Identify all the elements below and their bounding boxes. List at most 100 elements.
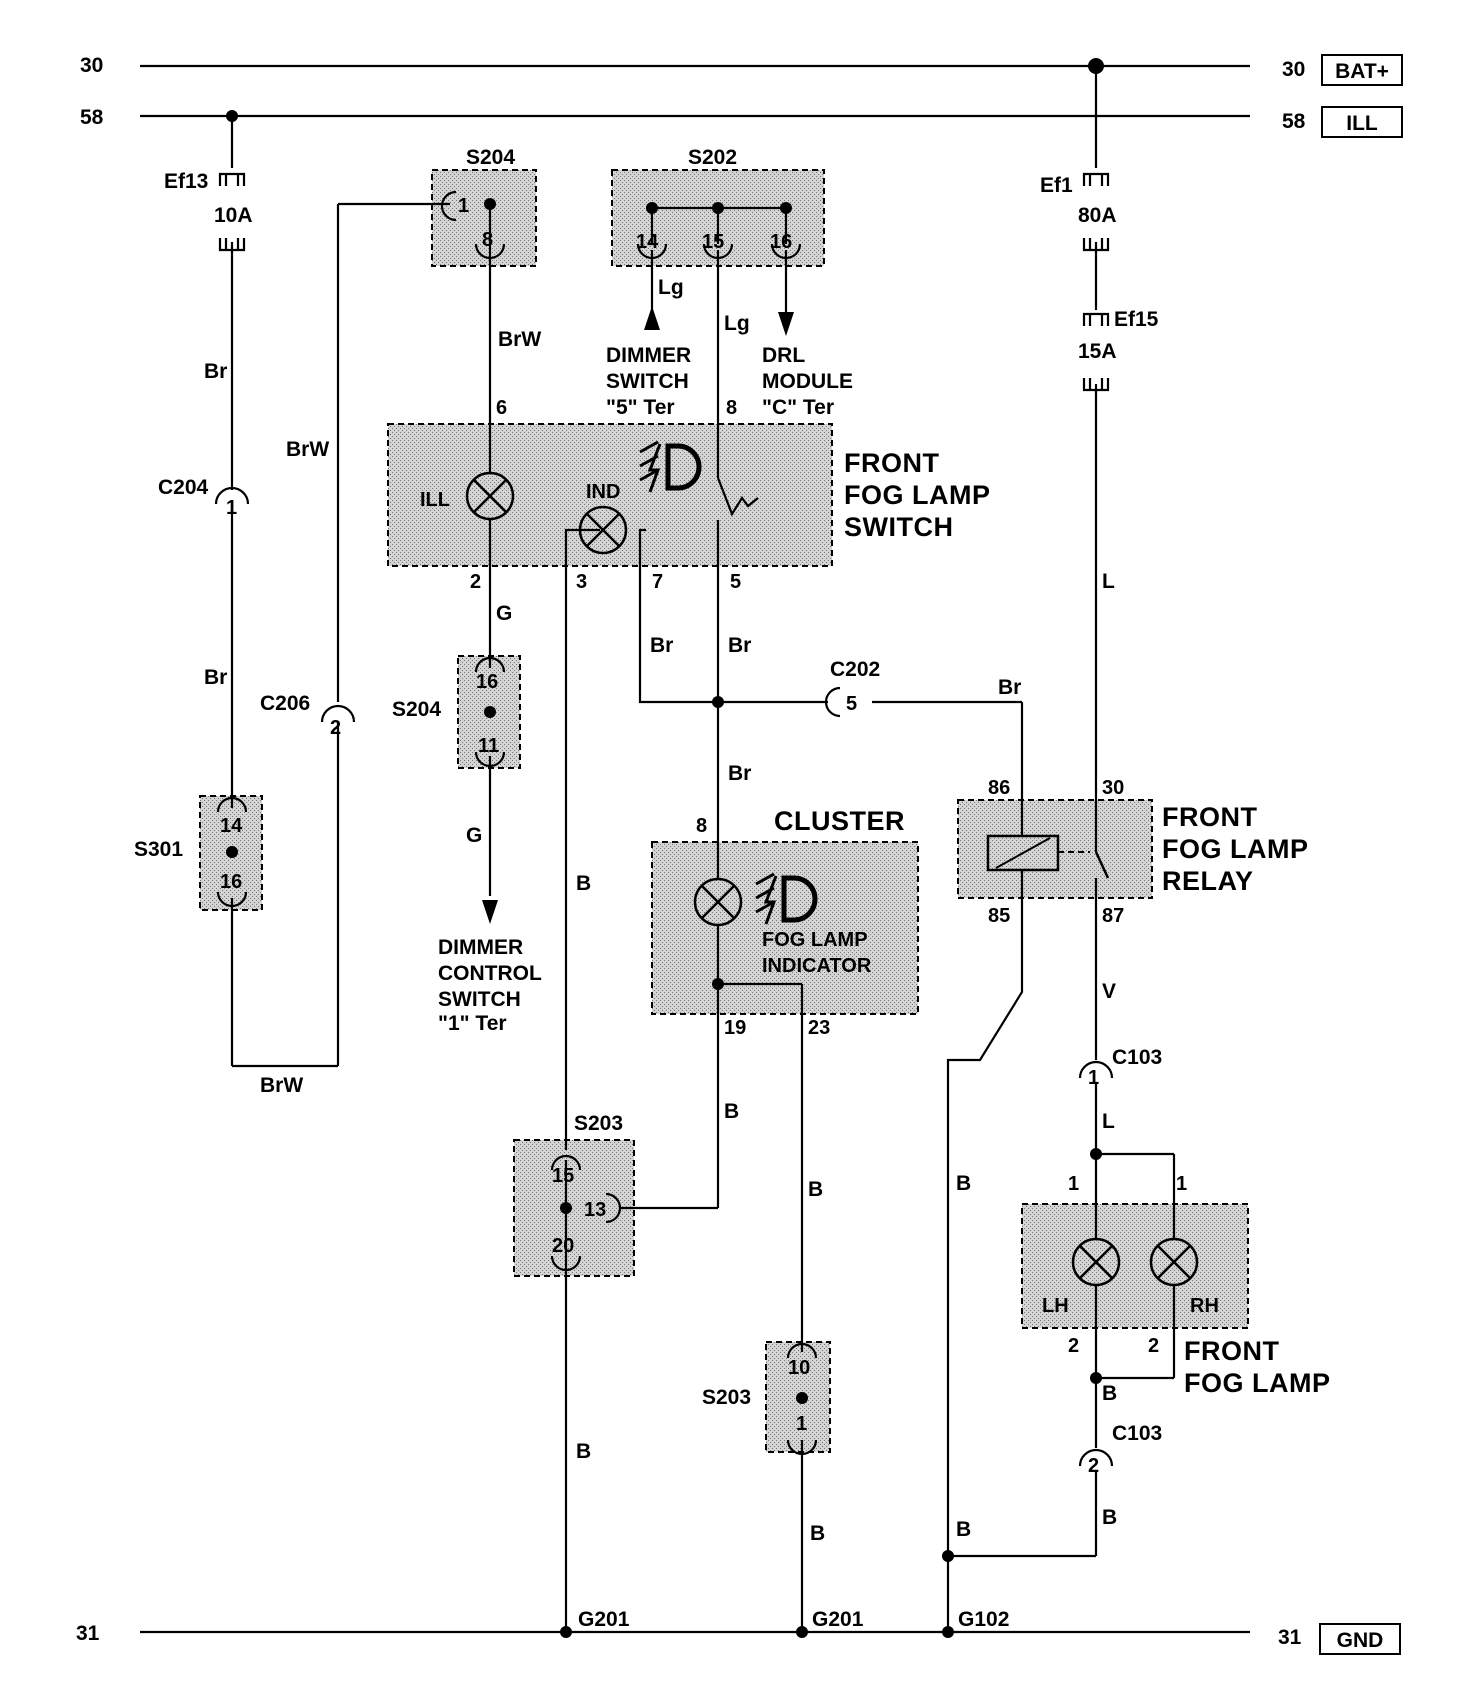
wire-l-2: L [1102,1110,1115,1133]
ill-tag: ILL [1346,112,1378,135]
fuses [218,172,1110,392]
wire-lg-2: Lg [724,312,750,335]
wire-brw-3: BrW [260,1074,303,1097]
relay-pin-86: 86 [988,777,1010,799]
relay-pin-87: 87 [1102,905,1124,927]
bus-58-left-label: 58 [80,106,104,129]
wire-v-1: V [1102,980,1116,1003]
switch-title-l3: SWITCH [844,512,953,542]
bus-31-left-label: 31 [76,1622,100,1645]
c202-label: C202 [830,658,880,681]
switch-pin-3: 3 [576,571,587,593]
switch-box [387,423,833,567]
c103-bottom-label: C103 [1112,1422,1162,1445]
s202-pin-16: 16 [770,231,792,253]
wire-brw-1: BrW [498,328,541,351]
lamp-lh-pin-1: 1 [1068,1173,1079,1195]
wire-b-8: B [810,1522,825,1545]
wire-b-3: B [808,1178,823,1201]
wire-b-1: B [576,872,591,895]
wire-br-5: Br [998,676,1021,699]
s204-mid-pin-11: 11 [478,735,499,757]
drl-module-l1: DRL [762,344,805,367]
c206-pin: 2 [330,717,341,739]
s203-pin-13: 13 [584,1199,606,1221]
cluster-fog-symbol-icon [755,872,818,925]
s203-box [513,1139,635,1277]
bus-30-right-label: 30 [1282,58,1305,81]
c103-top-label: C103 [1112,1046,1162,1069]
labels: Ef13 10A Ef1 80A Ef15 15A S204 1 8 S202 … [134,146,1331,1631]
ill-tag-box [1321,106,1403,138]
s204-top-label: S204 [466,146,515,169]
wire-b-7: B [1102,1506,1117,1529]
drl-module-l2: MODULE [762,370,853,393]
ef1-label: Ef1 [1040,174,1073,197]
s204-mid-label: S204 [392,698,441,721]
wire-brw-2: BrW [286,438,329,461]
dimmer-switch-l2: SWITCH [606,370,689,393]
s203-lower-label: S203 [702,1386,751,1409]
switch-pin-8: 8 [726,397,737,419]
wire-b-5: B [1102,1382,1117,1405]
lamp-rh-pin-1: 1 [1176,1173,1187,1195]
lamp-rh-pin-2: 2 [1148,1335,1159,1357]
c206-label: C206 [260,692,310,715]
fog-lamp-title-l1: FRONT [1184,1336,1279,1366]
c204-label: C204 [158,476,209,499]
ill-label: ILL [420,489,450,511]
s202-pin-14: 14 [636,231,659,253]
wires [230,66,1176,1632]
cluster-title: CLUSTER [774,806,905,836]
bat-tag-box [1321,54,1403,86]
wire-lg-1: Lg [658,276,684,299]
drl-module-l3: "C" Ter [762,396,834,419]
wire-g-1: G [496,602,512,625]
power-buses [140,64,1250,1634]
s202-label: S202 [688,146,737,169]
relay-title-l1: FRONT [1162,802,1257,832]
bat-tag: BAT+ [1335,60,1389,83]
wire-br-4: Br [204,666,227,689]
s203-pin-20: 20 [552,1235,574,1257]
dimmer-control-l1: DIMMER [438,936,523,959]
fog-symbol-icon [639,440,702,493]
g201-label-1: G201 [578,1608,630,1631]
relay-pin-30: 30 [1102,777,1124,799]
gnd-tag-box [1319,1623,1401,1655]
dimmer-control-l2: CONTROL [438,962,542,985]
connector-arcs [214,190,1114,1467]
wire-br-6: Br [728,762,751,785]
s203-label: S203 [574,1112,623,1135]
s204-pin-1: 1 [458,195,469,217]
wire-br-3: Br [728,634,751,657]
s203-lower-pin-10: 10 [788,1357,810,1379]
ind-label: IND [586,481,620,503]
arrows [482,306,794,924]
bus-30-left-label: 30 [80,54,103,77]
c103-bottom-pin: 2 [1088,1455,1099,1477]
g102-label: G102 [958,1608,1009,1631]
s301-label: S301 [134,838,183,861]
g201-label-2: G201 [812,1608,864,1631]
wire-l-1: L [1102,570,1115,593]
fog-lamp-title-l2: FOG LAMP [1184,1368,1331,1398]
wire-g-2: G [466,824,482,847]
cluster-pin-19: 19 [724,1017,746,1039]
switch-title-l2: FOG LAMP [844,480,991,510]
cluster-box [651,841,919,1015]
ef15-label: Ef15 [1114,308,1159,331]
bus-31-right-label: 31 [1278,1626,1302,1649]
gnd-tag: GND [1337,1629,1384,1652]
switch-title-l1: FRONT [844,448,939,478]
s301-pin-16: 16 [220,871,242,893]
relay-title-l2: FOG LAMP [1162,834,1309,864]
dimmer-control-l3: SWITCH [438,988,521,1011]
switch-pin-5: 5 [730,571,741,593]
c204-pin: 1 [226,497,237,519]
s202-pin-15: 15 [702,231,724,253]
bus-58-right-label: 58 [1282,110,1306,133]
wire-b-9: B [956,1518,971,1541]
switch-pin-2: 2 [470,571,481,593]
